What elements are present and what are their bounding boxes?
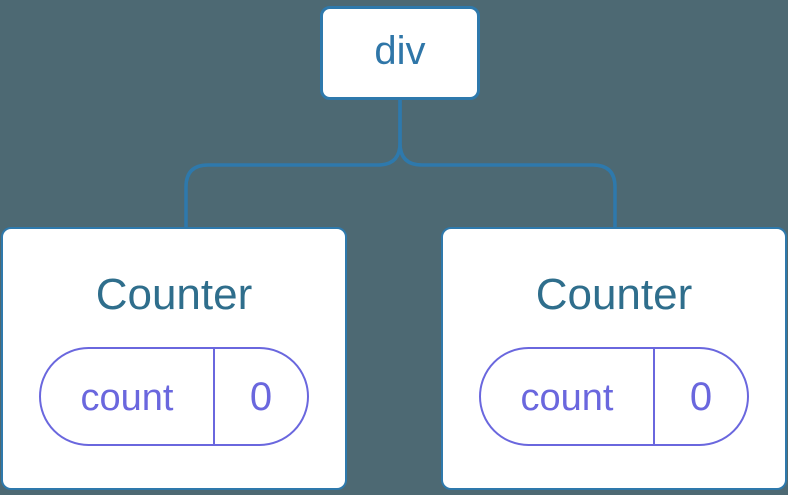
state-key-label: count [41,349,215,444]
state-value-label: 0 [249,375,273,419]
component-name-label: Counter [95,270,253,319]
tree-node-counter-left: Counter count 0 [1,227,347,490]
state-pill: count 0 [479,347,749,446]
connector-right-branch [398,98,617,228]
connector-left-branch [184,98,402,228]
state-key-label: count [481,349,655,444]
component-name-label: Counter [535,270,693,319]
state-value-label: 0 [689,375,713,419]
state-pill: count 0 [39,347,309,446]
tree-node-div: div [320,6,480,100]
tree-node-div-label: div [374,29,426,73]
tree-node-counter-right: Counter count 0 [441,227,787,490]
